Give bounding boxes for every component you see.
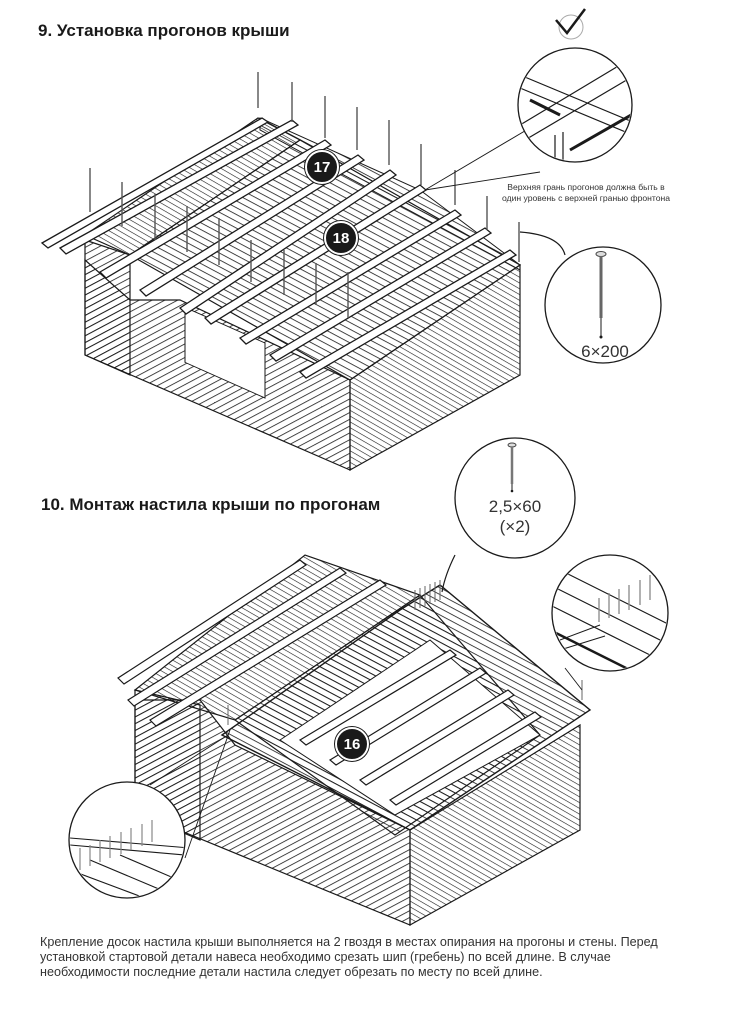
overhang-purlins [117,559,388,727]
detail-circle-roof-nails-left [68,729,231,899]
detail-balloon-screw [519,231,662,364]
step-9-cabin-drawing [40,72,541,472]
step-10-title: 10. Монтаж настила крыши по прогонам [41,495,381,514]
part-badge-17: 17 [305,150,339,184]
instruction-paragraph: Крепление досок настила крыши выполняетс… [40,935,658,979]
right-gable-wall [409,723,581,927]
part-badge-16: 16 [335,727,369,761]
step-10-cabin-drawing [117,554,592,927]
open-purlin-field [279,639,541,816]
visible-purlins [298,649,543,806]
purlin-alignment-note: Верхняя грань прогонов должна быть в оди… [501,182,671,203]
nail-spec-label: 2,5×60 (×2) [465,497,565,537]
detail-balloon-nail [441,437,576,593]
nail-icon [507,442,517,493]
nail-size: 2,5×60 [488,497,542,516]
right-gable-wall [349,263,521,472]
front-window [184,306,266,399]
screw-icon [595,251,607,339]
checkmark-icon [555,8,586,40]
screw-spec-label: 6×200 [581,342,629,361]
detail-circle-roof-nails-right [551,554,669,691]
screws [89,72,520,318]
detail-circle-purlin-alignment [517,47,633,163]
nail-quantity: (×2) [499,517,531,536]
purlins [40,117,518,379]
part-badge-18: 18 [324,221,358,255]
step-9-title: 9. Установка прогонов крыши [38,21,290,40]
